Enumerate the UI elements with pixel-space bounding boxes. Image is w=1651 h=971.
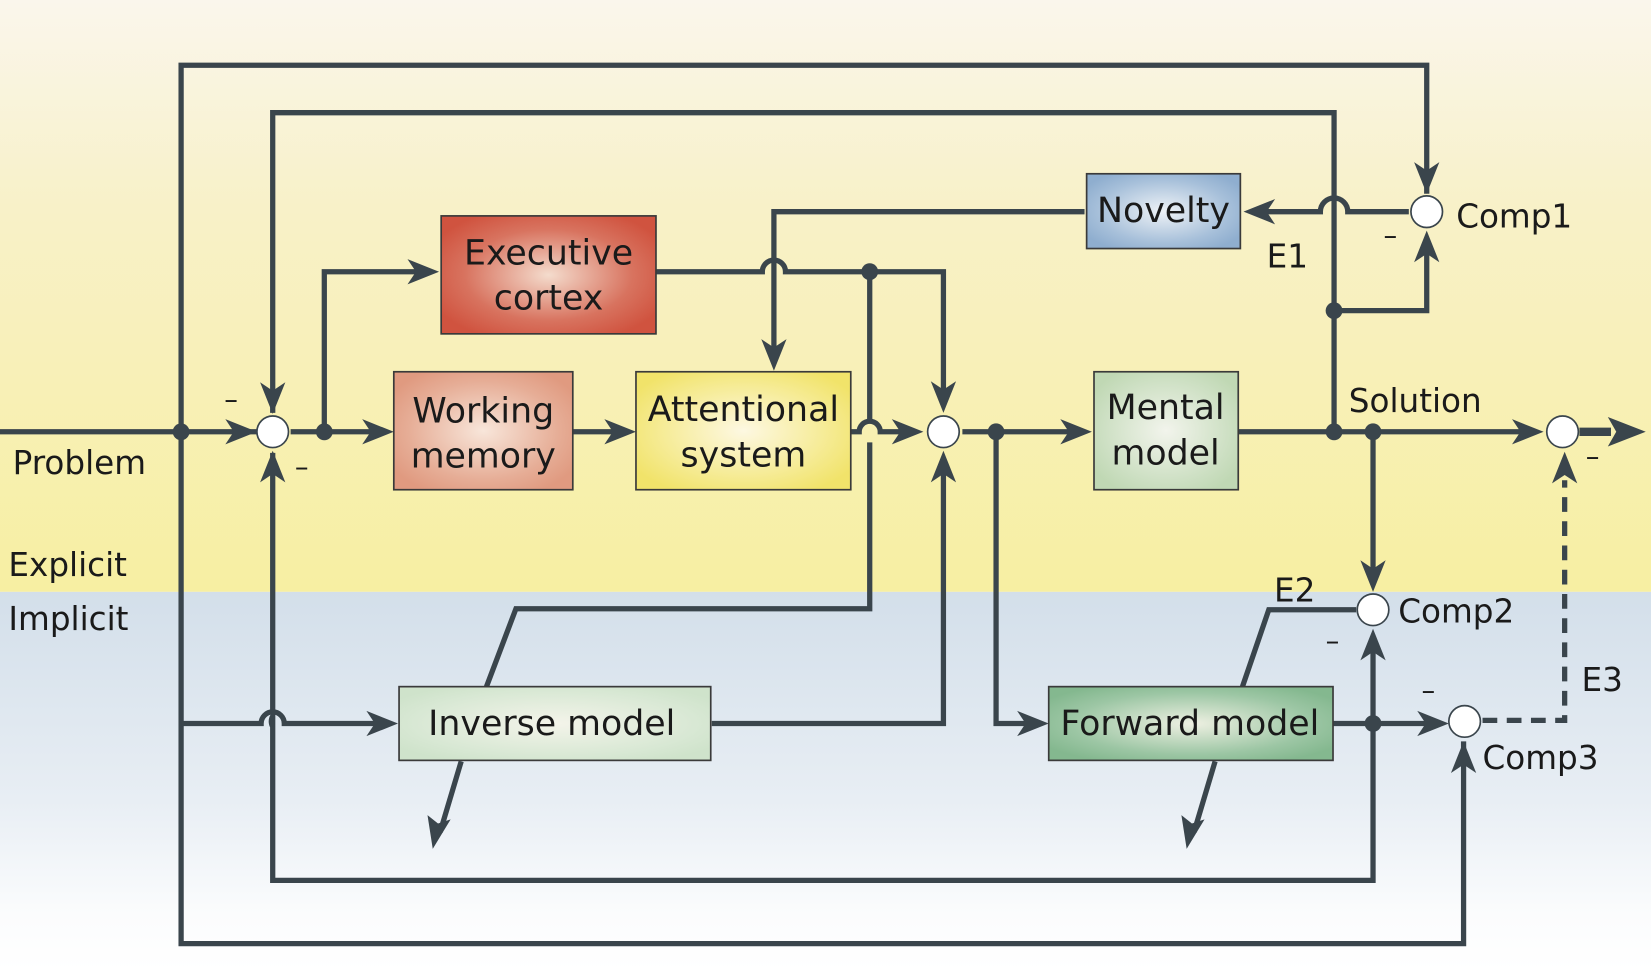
box-inverse-model[interactable]: Inverse model bbox=[398, 685, 712, 762]
comp1-node bbox=[1410, 195, 1444, 229]
box-executive-cortex[interactable]: Executive cortex bbox=[440, 215, 657, 335]
mental-label-1: Mental bbox=[1107, 388, 1225, 428]
minus-sign: – bbox=[1384, 220, 1398, 251]
e3-label: E3 bbox=[1582, 661, 1623, 699]
working-label-1: Working bbox=[412, 391, 554, 431]
wire-to-forward bbox=[993, 431, 1030, 727]
minus-sign: – bbox=[1586, 441, 1600, 472]
arrow-icon bbox=[1417, 710, 1449, 737]
sum-node-integration bbox=[926, 415, 961, 449]
arrow-icon bbox=[1414, 230, 1440, 263]
arrow-icon bbox=[260, 450, 286, 483]
arrow-icon bbox=[930, 381, 957, 413]
comp3-node bbox=[1447, 704, 1482, 739]
explicit-label: Explicit bbox=[8, 546, 127, 584]
wire-executive-to-inverse bbox=[483, 271, 873, 688]
arrow-icon bbox=[1414, 162, 1440, 194]
minus-sign: – bbox=[1326, 626, 1340, 657]
wire-comp1-lower bbox=[1334, 250, 1430, 314]
wire-feedback-top bbox=[270, 110, 1337, 432]
wire-attention-to-sum2 bbox=[850, 418, 904, 435]
implicit-zone bbox=[0, 591, 1651, 971]
wire-to-inverse bbox=[181, 709, 380, 727]
box-attentional-system[interactable]: Attentional system bbox=[635, 370, 852, 491]
comp3-label: Comp3 bbox=[1483, 739, 1599, 777]
box-novelty[interactable]: Novelty bbox=[1085, 172, 1242, 250]
sum-node-input bbox=[256, 415, 290, 449]
comp1-label: Comp1 bbox=[1456, 197, 1572, 235]
wire-inverse-out bbox=[437, 760, 464, 833]
e1-label: E1 bbox=[1267, 237, 1308, 275]
arrow-icon bbox=[1017, 710, 1049, 737]
arrow-icon bbox=[366, 710, 399, 737]
junction-dot bbox=[1325, 423, 1343, 441]
arrow-icon bbox=[604, 419, 636, 445]
wire-to-executive bbox=[321, 269, 422, 432]
sum-node-output bbox=[1545, 415, 1580, 449]
arrow-icon bbox=[1060, 419, 1092, 445]
wire-feedback-bottom bbox=[268, 452, 1376, 884]
executive-label-2: cortex bbox=[494, 279, 604, 319]
arrow-icon bbox=[1243, 199, 1276, 225]
mental-label-2: model bbox=[1111, 433, 1219, 473]
implicit-label: Implicit bbox=[8, 600, 128, 638]
wire-forward-out-down bbox=[1191, 760, 1218, 833]
problem-label: Problem bbox=[13, 444, 146, 482]
wire-outer-top-loop bbox=[178, 62, 1430, 432]
arrow-icon bbox=[225, 419, 257, 445]
arrow-icon bbox=[362, 419, 394, 445]
arrow-icon bbox=[1360, 628, 1386, 661]
arrow-icon bbox=[761, 339, 787, 371]
solution-label: Solution bbox=[1349, 382, 1482, 420]
wire-comp2-e2 bbox=[1239, 607, 1357, 688]
inverse-label: Inverse model bbox=[428, 704, 675, 744]
summing-nodes bbox=[256, 195, 1580, 739]
wire-novelty-to-attention bbox=[771, 209, 1085, 352]
junction-dot bbox=[1364, 423, 1382, 441]
junction-dot bbox=[987, 423, 1005, 441]
arrow-icon bbox=[1181, 815, 1205, 849]
box-forward-model[interactable]: Forward model bbox=[1047, 685, 1334, 762]
comp2-node bbox=[1356, 593, 1390, 627]
wires bbox=[0, 62, 1611, 947]
comp2-label: Comp2 bbox=[1398, 592, 1514, 630]
attention-label-1: Attentional bbox=[648, 390, 839, 430]
working-label-2: memory bbox=[411, 437, 556, 477]
arrowheads bbox=[225, 162, 1646, 849]
arrow-icon bbox=[1512, 419, 1544, 445]
wire-comp3-e3 bbox=[1482, 480, 1568, 723]
minus-sign: – bbox=[1421, 675, 1435, 706]
executive-label-1: Executive bbox=[464, 233, 633, 273]
arrow-icon bbox=[1360, 560, 1386, 592]
arrow-icon bbox=[427, 815, 451, 849]
box-mental-model[interactable]: Mental model bbox=[1093, 370, 1240, 491]
junction-dot bbox=[315, 423, 333, 441]
junction-dot bbox=[172, 423, 190, 441]
e2-label: E2 bbox=[1274, 571, 1315, 609]
minus-sign: – bbox=[224, 385, 238, 416]
junction-dot bbox=[1325, 302, 1343, 320]
explicit-zone bbox=[0, 0, 1651, 592]
junctions bbox=[172, 263, 1382, 732]
wire-outer-bottom-loop bbox=[178, 431, 1467, 947]
arrow-icon bbox=[407, 259, 440, 285]
box-working-memory[interactable]: Working memory bbox=[392, 370, 574, 491]
arrow-icon bbox=[891, 419, 924, 445]
novelty-label: Novelty bbox=[1097, 191, 1230, 231]
arrow-icon bbox=[930, 450, 957, 483]
minus-sign: – bbox=[295, 452, 309, 483]
arrow-icon bbox=[1607, 417, 1646, 447]
arrow-icon bbox=[260, 382, 286, 414]
junction-dot bbox=[1364, 715, 1382, 732]
forward-label: Forward model bbox=[1060, 704, 1319, 744]
arrow-icon bbox=[1450, 741, 1477, 774]
junction-dot bbox=[861, 263, 879, 281]
wire-inverse-to-sum2 bbox=[711, 471, 947, 727]
wire-comp1-to-novelty bbox=[1261, 195, 1409, 215]
arrow-icon bbox=[1552, 451, 1578, 484]
attention-label-2: system bbox=[681, 436, 807, 476]
